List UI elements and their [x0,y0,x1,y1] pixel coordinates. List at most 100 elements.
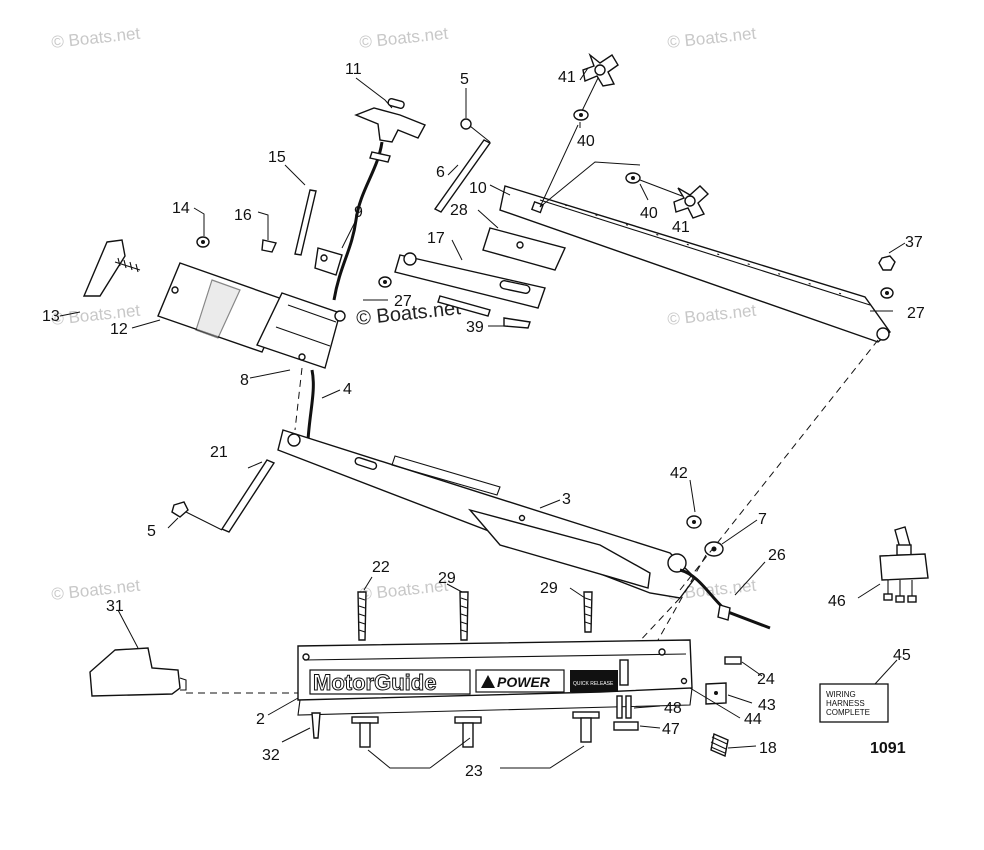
leader-lines [59,67,906,769]
part-label-14: 14 [172,200,190,217]
bolt-39 [437,295,531,329]
part-label-45: 45 [893,647,911,664]
part-label-43: 43 [758,697,776,714]
part-label-18: 18 [759,740,777,757]
watermark: © Boats.net [50,24,141,52]
part-label-44: 44 [744,711,762,728]
part-label-27: 27 [907,305,925,322]
part-label-9: 9 [354,204,363,221]
diagram-code: 1091 [870,740,906,757]
part-label-40: 40 [577,133,595,150]
harness-line1: WIRING [826,690,856,699]
watermark: © Boats.net [666,24,757,52]
washer-27-left [378,276,392,288]
cable-4 [306,369,315,441]
spring-18 [710,733,729,757]
knob-41-lower [625,172,710,219]
handle-11-cable-9 [314,98,426,301]
side-plate-12 [157,262,286,353]
upper-arm-10 [499,185,891,343]
dashed-link [621,597,681,661]
part-label-16: 16 [234,207,252,224]
nut-37 [878,255,896,271]
quick-release-badge: QUICK RELEASE [573,681,614,687]
part-label-26: 26 [768,547,786,564]
part-label-29: 29 [540,580,558,597]
part-label-42: 42 [670,465,688,482]
dashed-link [679,339,879,591]
watermark-layer: © Boats.net © Boats.net © Boats.net © Bo… [50,24,757,604]
part-label-3: 3 [562,491,571,508]
screw-32 [311,712,321,739]
washer-27-right [880,287,894,299]
watermark: © Boats.net [358,576,449,604]
harness-line3: COMPLETE [826,708,870,717]
rod-6 [433,118,492,213]
pins-48 [616,695,632,719]
part-label-27: 27 [394,293,412,310]
washer-14 [196,236,210,248]
pin-16 [261,239,277,253]
watermark: © Boats.net [50,576,141,604]
part-label-5: 5 [460,71,469,88]
part-label-12: 12 [110,321,128,338]
part-label-29: 29 [438,570,456,587]
screw-29-center [459,591,469,641]
part-label-46: 46 [828,593,846,610]
brand-logo-text: MotorGuide [313,670,436,695]
rod-21 [171,459,276,533]
part-label-22: 22 [372,559,390,576]
part-label-24: 24 [757,671,775,688]
rod-15 [294,189,317,256]
part-label-21: 21 [210,444,228,461]
part-label-15: 15 [268,149,286,166]
part-label-7: 7 [758,511,767,528]
part-label-6: 6 [436,164,445,181]
lower-arm-3 [277,429,696,599]
leader-40-41 [539,124,641,208]
part-label-41: 41 [558,69,576,86]
toggle-switch-46 [879,526,929,603]
part-label-40: 40 [640,205,658,222]
part-label-4: 4 [343,381,352,398]
part-label-13: 13 [42,308,60,325]
part-label-37: 37 [905,234,923,251]
washer-42 [686,515,702,529]
harness-line2: HARNESS [826,699,865,708]
feet-23 [351,711,600,748]
part-label-11: 11 [345,61,362,78]
watermark: © Boats.net [666,301,757,329]
brand-logo: MotorGuide POWER QUICK RELEASE [309,669,618,696]
watermark: © Boats.net [358,24,449,52]
housing-8 [256,292,346,369]
part-label-10: 10 [469,180,487,197]
part-label-39: 39 [466,319,484,336]
bracket-28-17 [394,227,566,309]
screw-29-right [583,591,593,633]
wiring-harness-45: WIRING HARNESS COMPLETE [819,683,889,723]
part-number-labels: 11 5 41 40 40 41 10 28 17 6 15 16 14 9 2… [42,61,925,780]
dashed-link [294,367,303,431]
brand-power-text: POWER [497,674,551,690]
part-label-32: 32 [262,747,280,764]
plate-43 [705,682,727,705]
part-label-41: 41 [672,219,690,236]
part-label-23: 23 [465,763,483,780]
knob-41-upper [573,52,619,121]
cable-26 [679,568,771,630]
part-label-31: 31 [106,598,124,615]
part-label-5: 5 [147,523,156,540]
part-label-8: 8 [240,372,249,389]
cover-31 [89,647,187,697]
part-label-47: 47 [662,721,680,738]
clip-24 [724,656,742,665]
part-label-17: 17 [427,230,445,247]
washer-7 [704,541,724,557]
part-label-48: 48 [664,700,682,717]
t-handle-13 [82,239,141,297]
screw-22 [357,591,367,641]
part-label-28: 28 [450,202,468,219]
clip-47 [613,721,639,731]
